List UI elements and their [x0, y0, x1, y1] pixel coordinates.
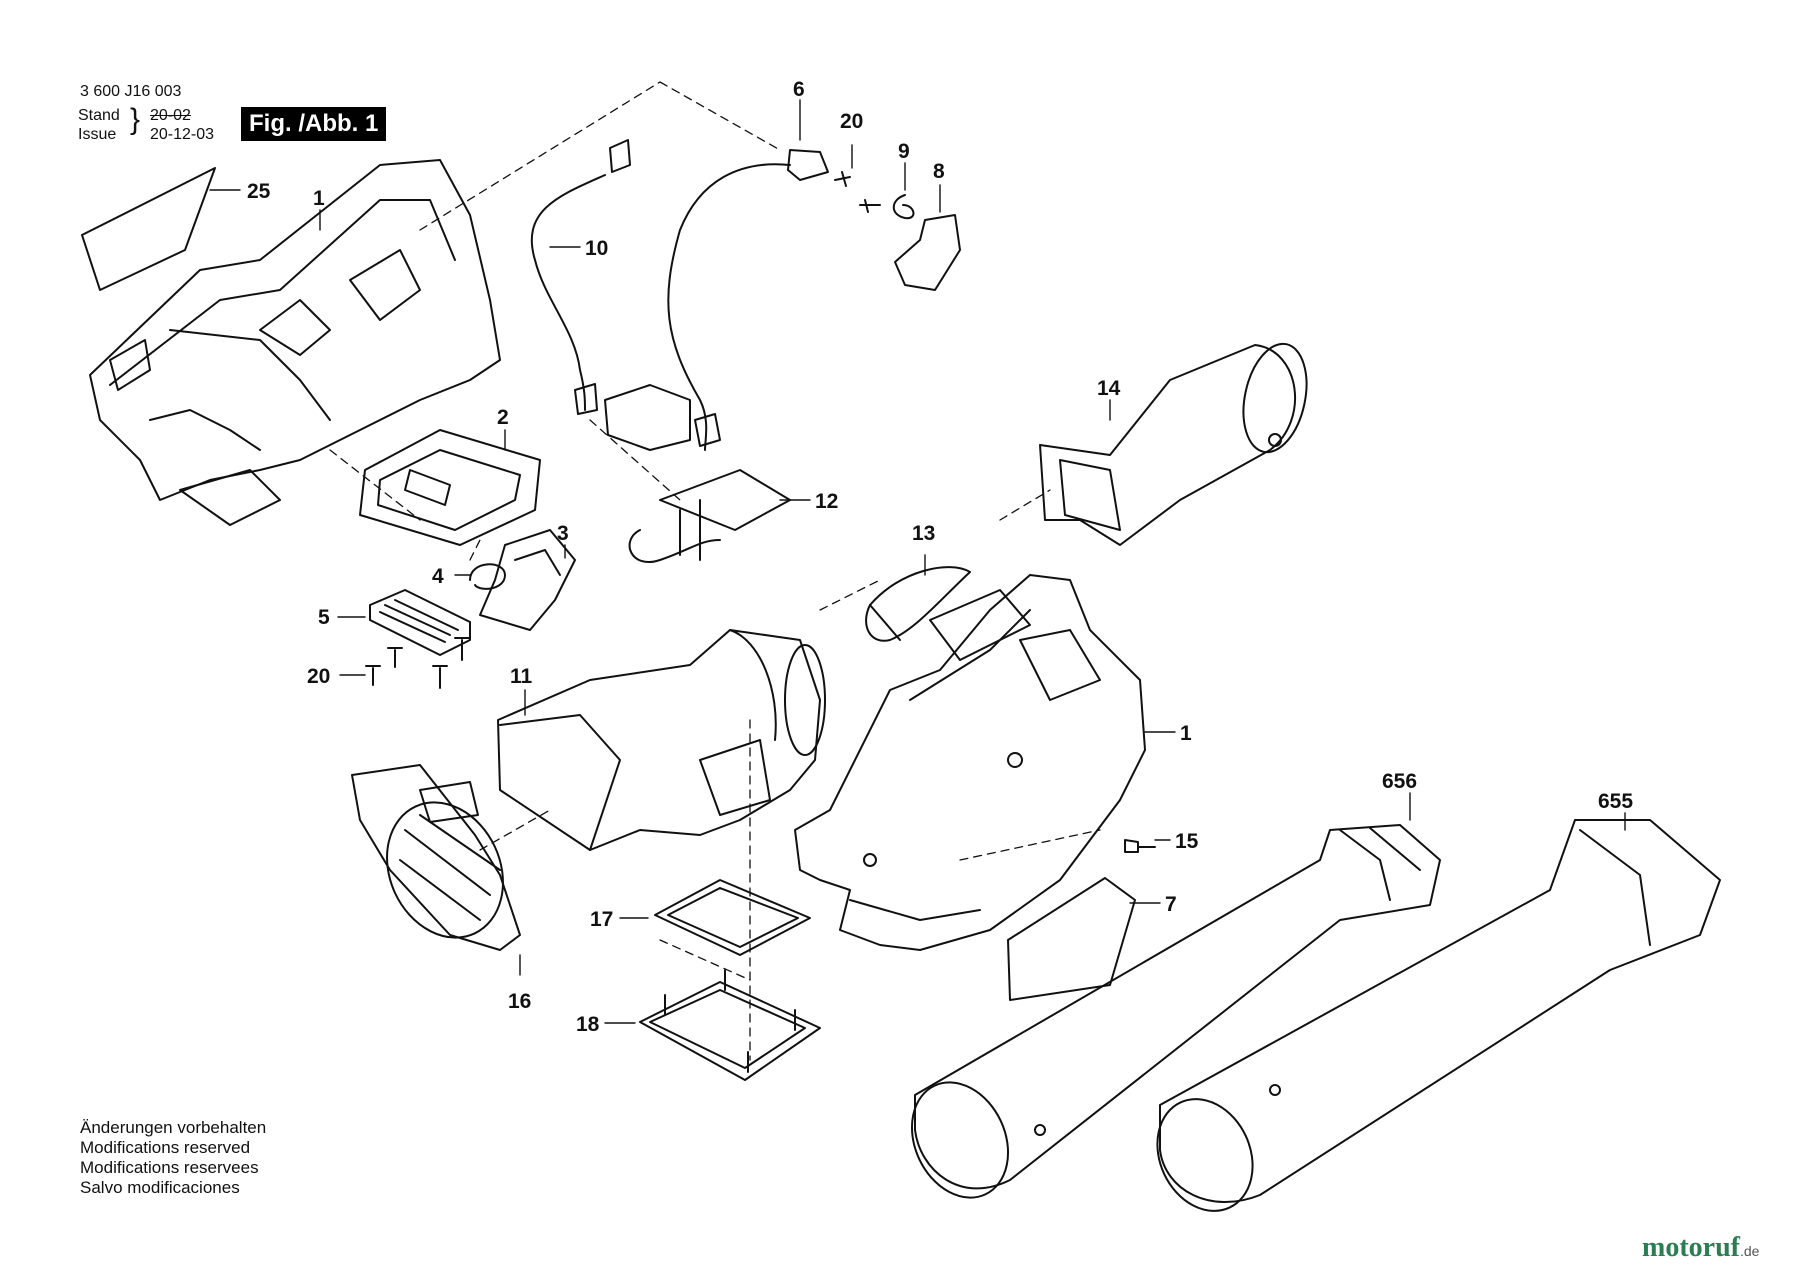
part-15-screw [1124, 839, 1156, 853]
callout-3: 3 [557, 522, 569, 545]
note-es: Salvo modificaciones [80, 1178, 240, 1197]
stand-label: Stand [78, 107, 120, 124]
callout-4: 4 [432, 565, 444, 588]
callout-labels: 25 1 6 20 9 8 10 14 2 12 3 13 4 5 20 11 … [247, 78, 1633, 1036]
part-20-screws [365, 637, 470, 689]
part-5-cover-plate [369, 589, 471, 656]
part-9-spring [892, 194, 915, 220]
part-4-clip [469, 563, 506, 590]
callout-9: 9 [898, 140, 910, 163]
part-25-label-sheet [81, 167, 216, 291]
watermark-tld: .de [1739, 1243, 1760, 1259]
callout-16: 16 [508, 990, 531, 1013]
brace-glyph: } [130, 103, 141, 136]
part-17-gasket [654, 879, 811, 956]
callout-7: 7 [1165, 893, 1177, 916]
figure-label: Fig. /Abb. 1 [241, 107, 387, 141]
assembly-guide-lines [329, 81, 1101, 1061]
callout-10: 10 [585, 237, 608, 260]
callout-18: 18 [576, 1013, 600, 1036]
motoruf-watermark[interactable]: motoruf.de [1642, 1232, 1759, 1264]
callout-656: 656 [1382, 770, 1417, 793]
part-3-bracket [479, 529, 576, 631]
callout-15: 15 [1175, 830, 1199, 853]
callout-6: 6 [793, 78, 805, 101]
callout-655: 655 [1598, 790, 1633, 813]
callout-11: 11 [510, 665, 533, 688]
part-16-intake-grille [351, 764, 521, 951]
part-2-battery-frame [359, 429, 541, 546]
callout-5: 5 [318, 606, 330, 629]
callout-20-bottom: 20 [307, 665, 330, 688]
part-13-nose-cone [865, 566, 971, 642]
callout-12: 12 [815, 490, 838, 513]
part-14-motor-tube [1039, 342, 1308, 546]
part-1-housing-left [89, 159, 501, 526]
callout-17: 17 [590, 908, 613, 931]
modification-notes: Änderungen vorbehalten Modifications res… [80, 1118, 266, 1198]
leader-lines [209, 99, 1626, 1024]
part-8-trigger [894, 214, 961, 291]
part-6-switch [667, 149, 829, 451]
callout-8: 8 [933, 160, 945, 183]
note-de: Änderungen vorbehalten [80, 1118, 267, 1137]
part-11-air-duct [497, 629, 826, 851]
callout-25: 25 [247, 180, 271, 203]
callout-13: 13 [912, 522, 935, 545]
watermark-brand: motoruf [1642, 1232, 1740, 1263]
callout-14: 14 [1097, 377, 1121, 400]
note-fr: Modifications reservees [80, 1158, 259, 1177]
part-12-electronics [604, 384, 791, 563]
part-20-screws-top [834, 171, 881, 213]
note-en: Modifications reserved [80, 1138, 251, 1157]
stand-date: 20-02 [150, 107, 191, 124]
drawing-number: 3 600 J16 003 [80, 83, 182, 100]
callout-1-top: 1 [313, 187, 325, 210]
issue-label: Issue [78, 126, 117, 143]
callout-1-right: 1 [1180, 722, 1192, 745]
part-655-nozzle-tube [1156, 819, 1721, 1212]
callout-2: 2 [497, 406, 509, 429]
part-1-housing-right [794, 574, 1146, 951]
part-10-wire-harness [530, 139, 631, 415]
issue-date: 20-12-03 [150, 126, 215, 143]
part-656-blower-tube [910, 824, 1441, 1199]
part-7-label-sheet [1007, 877, 1136, 1001]
callout-20-top: 20 [840, 110, 863, 133]
part-18-cover [639, 969, 821, 1081]
